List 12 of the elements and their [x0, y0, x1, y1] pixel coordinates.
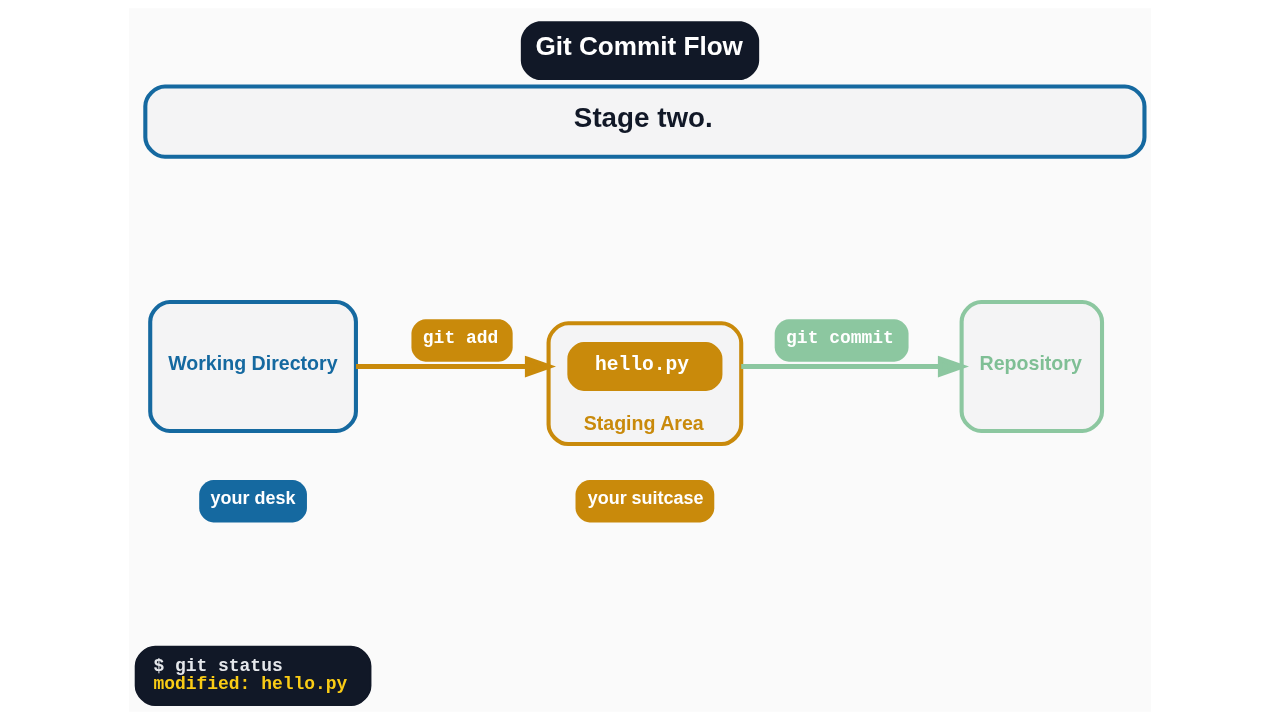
node-label: your desk — [210, 488, 296, 509]
arrow — [356, 355, 556, 378]
node-box: Repository — [959, 300, 1105, 434]
edge-label: git commit — [786, 328, 894, 349]
diagram-title: Git Commit Flow — [535, 31, 743, 62]
arrow — [741, 355, 969, 378]
node-box: Stage two. — [143, 84, 1147, 159]
edge-label: git add — [422, 328, 499, 349]
node-box: hello.py — [567, 342, 723, 391]
node-label: your suitcase — [587, 488, 704, 509]
node-box: $ git status modified: hello.py — [134, 645, 372, 707]
node-box: Working Directory — [148, 300, 358, 434]
